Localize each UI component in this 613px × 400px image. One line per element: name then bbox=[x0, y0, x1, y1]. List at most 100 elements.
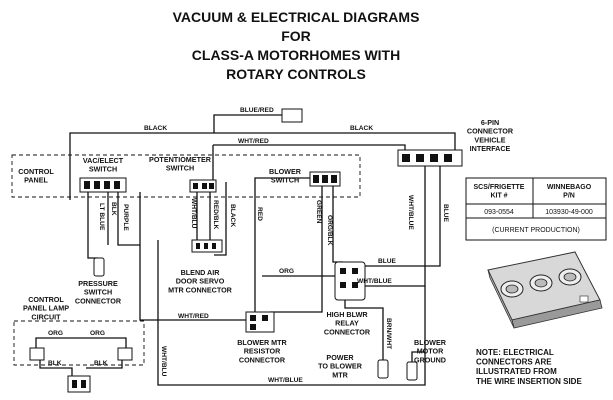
wire-black-top bbox=[69, 132, 456, 200]
text-line: CIRCUIT bbox=[31, 312, 61, 321]
text-line: CONNECTORS ARE bbox=[476, 358, 552, 367]
text-line: CONNECTOR bbox=[324, 327, 371, 336]
text-line: POWER bbox=[326, 353, 354, 362]
wire-label-wht-blu-left: WHT/BLU bbox=[160, 346, 167, 377]
wire-label-org: ORG bbox=[279, 268, 294, 275]
pressure-switch-connector bbox=[93, 257, 105, 277]
text-line: WINNEBAGO bbox=[547, 184, 592, 191]
wires bbox=[35, 108, 456, 386]
text-line: POTENTIOMETER bbox=[149, 155, 212, 164]
text-line: CONTROL bbox=[18, 167, 54, 176]
wire-blue-red bbox=[213, 114, 282, 133]
wire-label-wht-red-bottom: WHT/RED bbox=[178, 313, 209, 320]
wire-ground bbox=[411, 286, 426, 362]
wire-label-brn-wht: BRN/WHT bbox=[385, 318, 392, 349]
wire-black-pot bbox=[214, 182, 227, 256]
text-line: PANEL bbox=[24, 176, 48, 185]
wire-label-blk-vac: BLK bbox=[110, 202, 117, 216]
text-line: KIT # bbox=[490, 192, 507, 199]
text-line: CONNECTOR bbox=[239, 355, 286, 364]
wire-label-black-left: BLACK bbox=[144, 125, 167, 132]
wire-label-purple: PURPLE bbox=[122, 204, 129, 231]
text-line: BLEND AIR bbox=[181, 268, 221, 277]
wire-label-lamp-blk-right: BLK bbox=[94, 360, 108, 367]
blower-switch bbox=[309, 171, 341, 187]
lamp-circuit-outline bbox=[13, 320, 145, 366]
rotary-control-panel-icon bbox=[487, 251, 603, 329]
wire-label-red: RED bbox=[256, 207, 263, 221]
text-line: MTR bbox=[332, 370, 348, 379]
wire-label-wht-blu-pot: WHT/BLU bbox=[190, 198, 197, 229]
blue-red-connector bbox=[281, 108, 303, 123]
wire-blue-mid bbox=[350, 166, 441, 267]
wire-label-lamp-org-right: ORG bbox=[90, 330, 105, 337]
wire-purple bbox=[117, 192, 140, 246]
text-line: RESISTOR bbox=[244, 347, 281, 356]
power-to-blower-connector bbox=[377, 359, 389, 379]
text-line: CONNECTOR bbox=[467, 127, 514, 136]
blower-resistor-connector bbox=[245, 311, 275, 333]
text-line: RELAY bbox=[335, 319, 359, 328]
wire-label-red-blk: RED/BLK bbox=[212, 200, 219, 230]
wire-label-blue-mid: BLUE bbox=[378, 258, 397, 265]
wire-labels: BLUE/RED BLACK BLACK WHT/RED PURPLE BLK … bbox=[48, 107, 449, 384]
six-pin-connector bbox=[397, 149, 463, 167]
high-blower-relay bbox=[334, 261, 366, 301]
wire-label-wht-red-top: WHT/RED bbox=[238, 138, 269, 145]
wire-green bbox=[270, 186, 323, 313]
title-line-1: VACUUM & ELECTRICAL DIAGRAMS bbox=[173, 9, 420, 25]
wire-wht-red-top bbox=[213, 144, 406, 152]
wire-label-wht-blue-6pin: WHT/BLUE bbox=[407, 195, 414, 230]
vac-elect-switch bbox=[79, 177, 127, 193]
control-panel-outline bbox=[11, 154, 361, 198]
wire-lt-blue bbox=[87, 192, 98, 259]
title-line-2: FOR bbox=[281, 28, 311, 44]
wire-label-lamp-blk-left: BLK bbox=[48, 360, 62, 367]
text-line: SWITCH bbox=[271, 176, 299, 185]
text-line: VEHICLE bbox=[474, 135, 505, 144]
text-line: SWITCH bbox=[84, 288, 112, 297]
title-block: VACUUM & ELECTRICAL DIAGRAMS FOR CLASS-A… bbox=[173, 9, 420, 82]
wire-lamp-blk-r bbox=[86, 360, 123, 369]
wire-label-wht-blue-relay: WHT/BLUE bbox=[357, 278, 392, 285]
table-value-kit: 093-0554 bbox=[484, 209, 514, 216]
text-line: CONNECTOR bbox=[75, 296, 122, 305]
text-line: SWITCH bbox=[166, 164, 194, 173]
text-line: GROUND bbox=[414, 355, 446, 364]
wire-label-org-blk: ORG/BLK bbox=[326, 215, 333, 246]
table-value-pn: 103930-49-000 bbox=[545, 209, 593, 216]
text-line: MOTOR bbox=[417, 347, 444, 356]
wire-label-lamp-org-left: ORG bbox=[48, 330, 63, 337]
text-line: CONTROL bbox=[28, 295, 64, 304]
text-line: INTERFACE bbox=[470, 144, 511, 153]
text-line: 6-PIN bbox=[481, 118, 499, 127]
wire-red bbox=[254, 177, 312, 312]
wire-label-blue-6pin: BLUE bbox=[442, 204, 449, 223]
text-line: P/N bbox=[563, 192, 575, 199]
potentiometer-switch bbox=[189, 179, 217, 193]
lamp-circuit bbox=[29, 347, 133, 393]
title-line-4: ROTARY CONTROLS bbox=[226, 66, 366, 82]
wire-label-lt-blue: LT BLUE bbox=[98, 203, 105, 231]
wire-label-wht-blue-bottom: WHT/BLUE bbox=[268, 377, 303, 384]
text-line: HIGH BLWR bbox=[326, 310, 368, 319]
text-line: PANEL LAMP bbox=[23, 304, 69, 313]
wire-label-blue-red: BLUE/RED bbox=[240, 107, 274, 114]
wire-wht-red-bottom bbox=[139, 192, 250, 321]
